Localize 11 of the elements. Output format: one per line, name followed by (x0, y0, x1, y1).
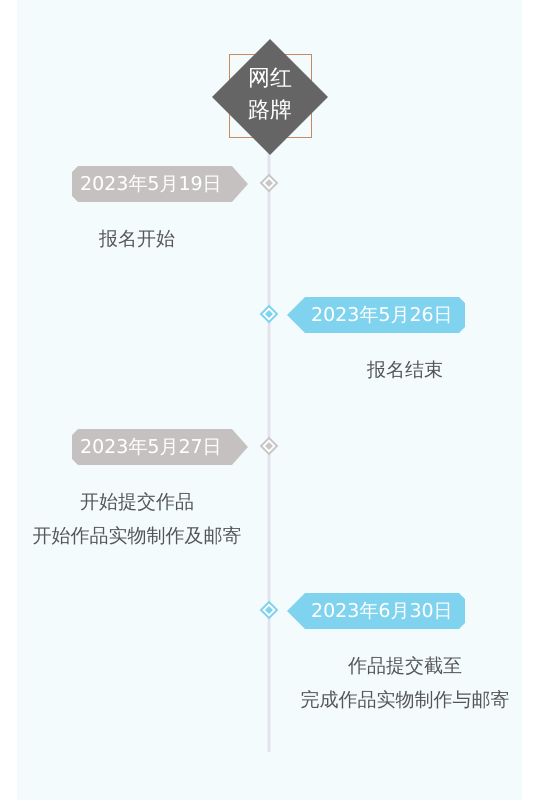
event-description: 完成作品实物制作与邮寄 (300, 688, 510, 713)
date-tag: 2023年5月27日 (72, 429, 248, 465)
date-tag: 2023年6月30日 (287, 593, 465, 629)
event-description: 报名开始 (99, 227, 175, 252)
date-tag: 2023年5月19日 (72, 166, 248, 202)
date-tag: 2023年5月26日 (287, 297, 465, 333)
event-description: 开始提交作品 (80, 490, 194, 515)
event-description: 开始作品实物制作及邮寄 (32, 524, 242, 549)
event-description: 作品提交截至 (348, 654, 462, 679)
event-description: 报名结束 (367, 358, 443, 383)
title-text: 网红路牌 (247, 65, 293, 125)
